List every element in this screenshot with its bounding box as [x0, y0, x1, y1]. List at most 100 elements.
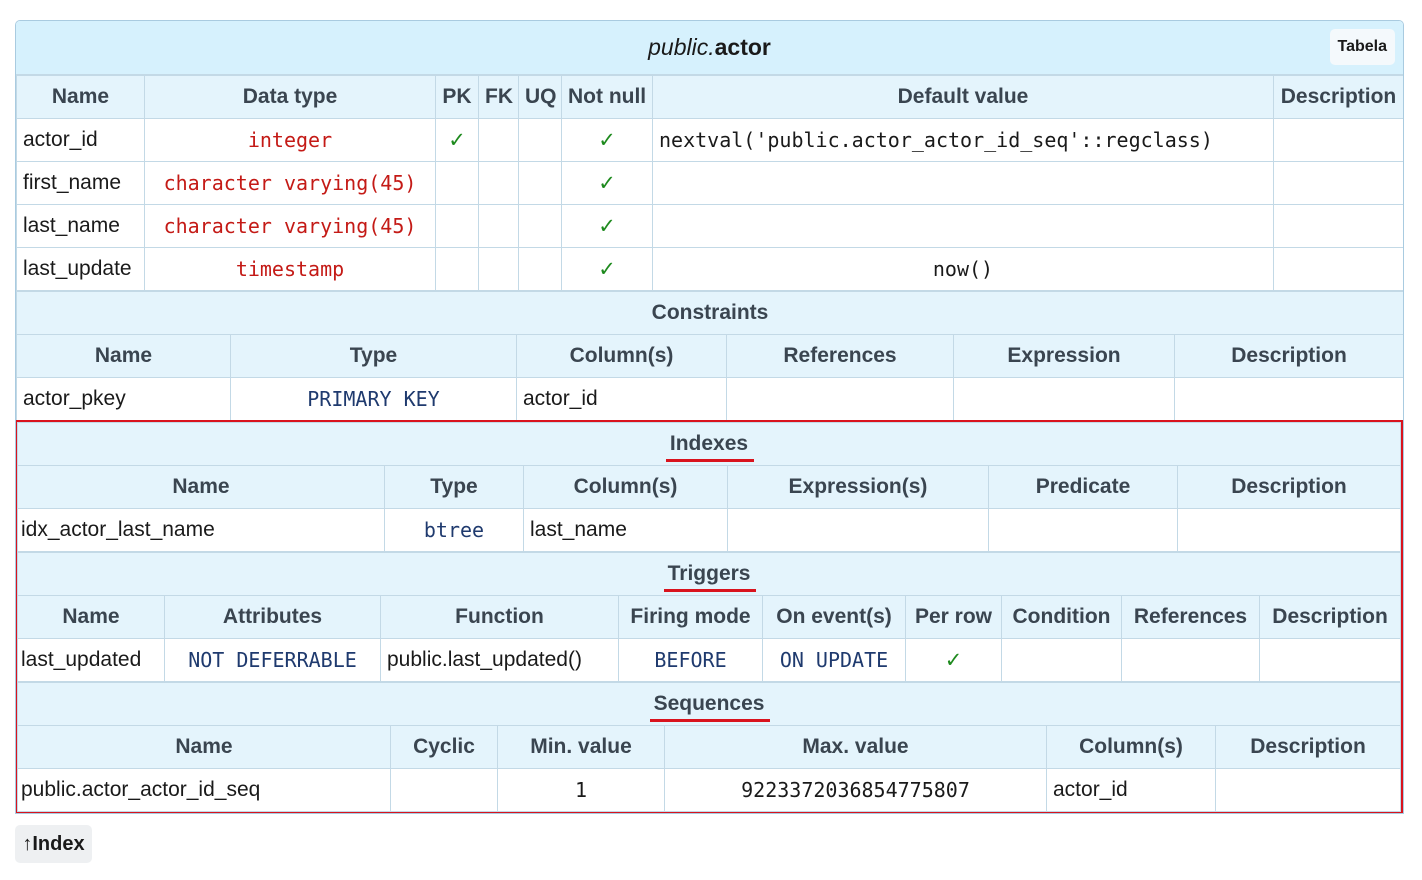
col-header: Expression(s): [727, 465, 989, 509]
col-header: Name: [17, 465, 385, 509]
pk-check: ✓: [435, 118, 479, 162]
columns-table: Name Data type PK FK UQ Not null Default…: [16, 75, 1403, 291]
tabela-badge[interactable]: Tabela: [1329, 29, 1395, 65]
sequence-description: [1214, 768, 1402, 812]
col-header: Description: [1214, 725, 1402, 769]
col-header: Expression: [953, 334, 1175, 378]
notnull-check: ✓: [561, 161, 653, 205]
sequence-name: public.actor_actor_id_seq: [17, 768, 391, 812]
constraint-columns: actor_id: [516, 377, 727, 421]
table-row: idx_actor_last_name btree last_name: [17, 508, 1401, 552]
description-cell: [1273, 161, 1403, 205]
constraint-name: actor_pkey: [16, 377, 231, 421]
col-header: On event(s): [762, 595, 906, 639]
indexes-header-row: Name Type Column(s) Expression(s) Predic…: [17, 465, 1401, 509]
column-type: character varying(45): [144, 161, 436, 205]
uq-cell: [518, 247, 562, 291]
constraint-description: [1173, 377, 1403, 421]
table-row: public.actor_actor_id_seq 1 922337203685…: [17, 768, 1402, 812]
uq-cell: [518, 118, 562, 162]
default-value: [652, 161, 1274, 205]
notnull-check: ✓: [561, 118, 653, 162]
description-cell: [1273, 247, 1403, 291]
constraints-header-row: Name Type Column(s) References Expressio…: [16, 334, 1403, 378]
col-header: Name: [17, 595, 165, 639]
col-header: Type: [230, 334, 517, 378]
fk-cell: [478, 247, 519, 291]
sequence-cyclic: [390, 768, 498, 812]
trigger-name: last_updated: [17, 638, 165, 682]
col-header: Description: [1173, 334, 1403, 378]
fk-cell: [478, 118, 519, 162]
sequences-header-row: Name Cyclic Min. value Max. value Column…: [17, 725, 1402, 769]
column-name: last_update: [16, 247, 145, 291]
indexes-table: Indexes Name Type Column(s) Expression(s…: [17, 422, 1401, 552]
col-header: Data type: [144, 75, 436, 119]
sequences-table: Sequences Name Cyclic Min. value Max. va…: [16, 682, 1402, 812]
col-header: References: [726, 334, 954, 378]
constraint-expression: [953, 377, 1175, 421]
columns-header-row: Name Data type PK FK UQ Not null Default…: [16, 75, 1403, 119]
col-header: Condition: [1001, 595, 1122, 639]
column-type: character varying(45): [144, 204, 436, 248]
default-value: nextval('public.actor_actor_id_seq'::reg…: [652, 118, 1274, 162]
col-header: Column(s): [516, 334, 727, 378]
col-header: Default value: [652, 75, 1274, 119]
table-doc: public.actor Tabela Name Data type PK FK…: [15, 20, 1404, 814]
table-row: last_updated NOT DEFERRABLE public.last_…: [17, 638, 1402, 682]
column-type: timestamp: [144, 247, 436, 291]
constraint-type: PRIMARY KEY: [230, 377, 517, 421]
column-name: last_name: [16, 204, 145, 248]
uq-cell: [518, 204, 562, 248]
notnull-check: ✓: [561, 247, 653, 291]
trigger-function: public.last_updated(): [380, 638, 619, 682]
col-header: Max. value: [664, 725, 1047, 769]
table-name: actor: [714, 34, 771, 60]
trigger-events: ON UPDATE: [762, 638, 906, 682]
col-header: Description: [1177, 465, 1401, 509]
default-value: [652, 204, 1274, 248]
index-name: idx_actor_last_name: [17, 508, 385, 552]
column-type: integer: [144, 118, 436, 162]
index-columns: last_name: [523, 508, 728, 552]
index-description: [1177, 508, 1401, 552]
col-header: Function: [380, 595, 619, 639]
default-value: now(): [652, 247, 1274, 291]
sequence-max: 9223372036854775807: [664, 768, 1047, 812]
col-header: References: [1121, 595, 1260, 639]
table-row: actor_pkey PRIMARY KEY actor_id: [16, 377, 1403, 421]
constraints-table: Constraints Name Type Column(s) Referenc…: [16, 291, 1403, 421]
notnull-check: ✓: [561, 204, 653, 248]
table-row: last_name character varying(45) ✓: [16, 204, 1403, 248]
uq-cell: [518, 161, 562, 205]
col-header: Not null: [561, 75, 653, 119]
pk-check: [435, 247, 479, 291]
column-name: actor_id: [16, 118, 145, 162]
index-link-button[interactable]: ↑Index: [15, 825, 92, 863]
col-header: Name: [16, 75, 145, 119]
description-cell: [1273, 118, 1403, 162]
fk-cell: [478, 161, 519, 205]
index-expression: [727, 508, 989, 552]
col-header: Cyclic: [390, 725, 498, 769]
sequences-section-title: Sequences: [649, 692, 771, 722]
trigger-references: [1121, 638, 1260, 682]
col-header: Predicate: [988, 465, 1178, 509]
constraints-section-title: Constraints: [16, 291, 1403, 335]
col-header: Per row: [905, 595, 1002, 639]
description-cell: [1273, 204, 1403, 248]
trigger-firing-mode: BEFORE: [618, 638, 763, 682]
table-row: actor_id integer ✓ ✓ nextval('public.act…: [16, 118, 1403, 162]
col-header: PK: [435, 75, 479, 119]
col-header: Min. value: [497, 725, 665, 769]
trigger-attributes: NOT DEFERRABLE: [164, 638, 381, 682]
index-type: btree: [384, 508, 524, 552]
col-header: Description: [1273, 75, 1403, 119]
constraint-references: [726, 377, 954, 421]
col-header: Name: [16, 334, 231, 378]
column-name: first_name: [16, 161, 145, 205]
col-header: FK: [478, 75, 519, 119]
col-header: Name: [17, 725, 391, 769]
sequence-columns: actor_id: [1046, 768, 1216, 812]
schema-name: public.: [648, 34, 715, 60]
